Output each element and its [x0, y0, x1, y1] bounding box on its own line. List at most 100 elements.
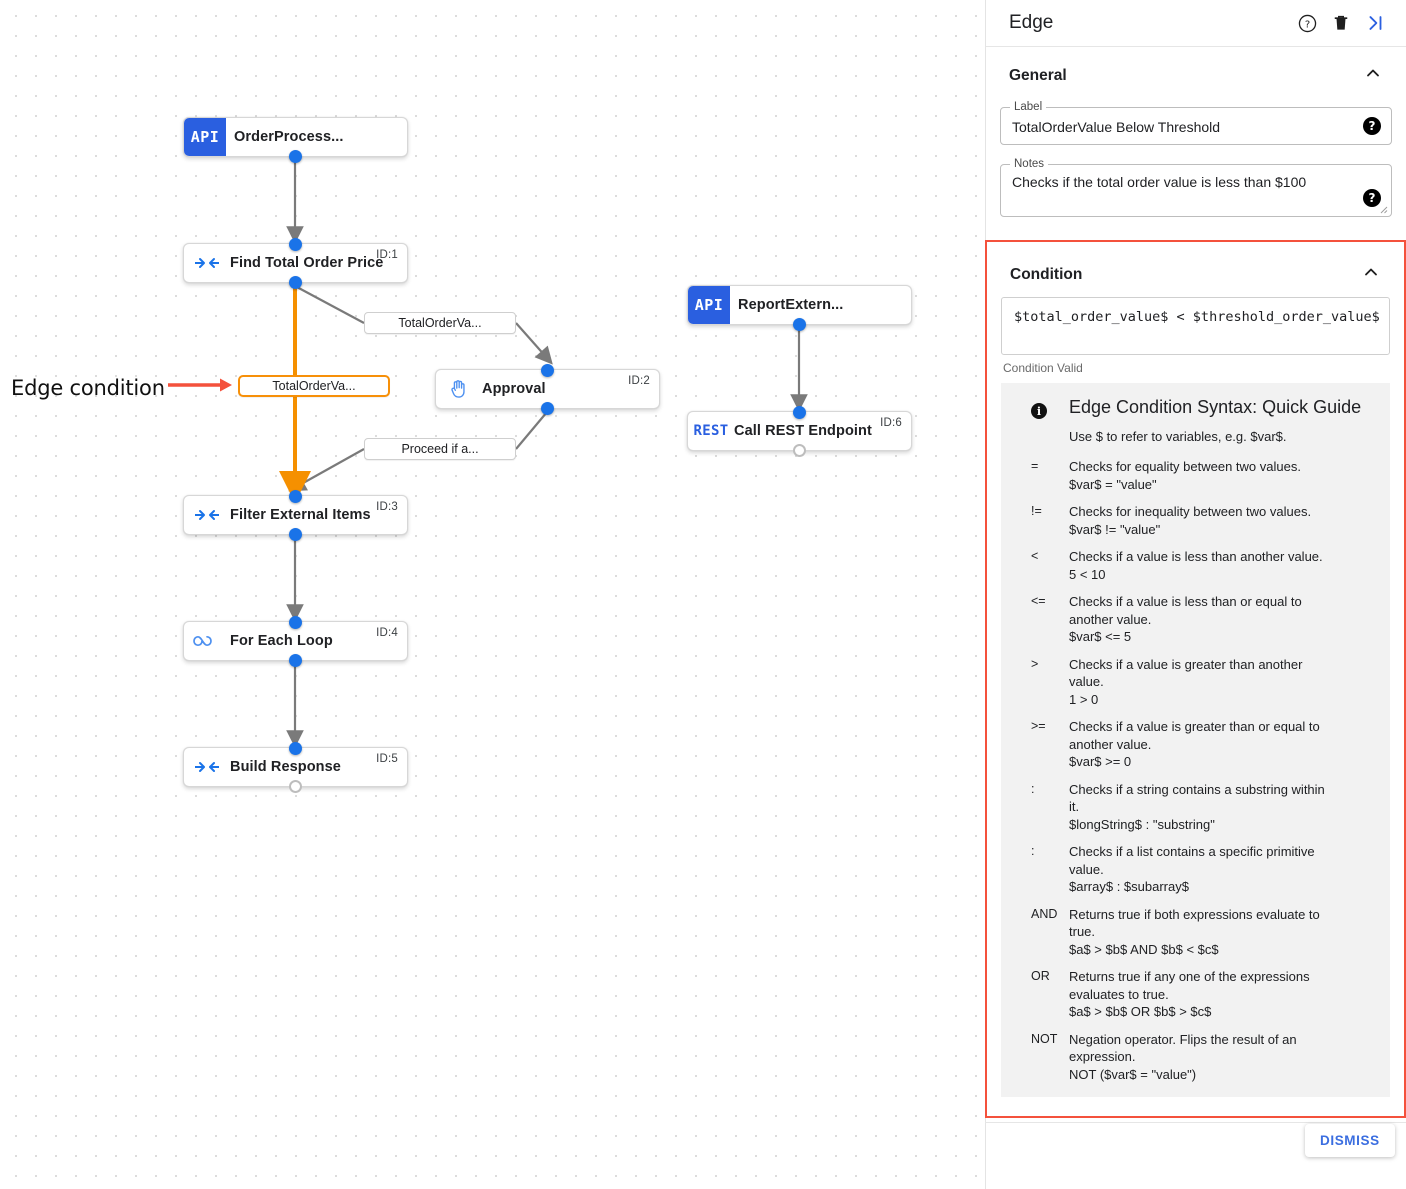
node-title: Call REST Endpoint — [734, 423, 872, 439]
node-title: ReportExtern... — [738, 297, 844, 313]
condition-syntax-guide: i Edge Condition Syntax: Quick Guide Use… — [1001, 383, 1390, 1097]
help-badge-icon[interactable]: ? — [1363, 117, 1381, 135]
operator-example: NOT ($var$ = "value") — [1069, 1066, 1197, 1082]
operator-description: Checks if a value is less than or equal … — [1069, 593, 1331, 646]
node-output-port[interactable] — [289, 527, 302, 541]
operator-row: !=Checks for inequality between two valu… — [1019, 503, 1372, 538]
api-badge: API — [688, 286, 730, 324]
hand-icon — [436, 378, 482, 400]
operator-example: $var$ >= 0 — [1069, 754, 1132, 769]
help-badge-icon[interactable]: ? — [1363, 188, 1381, 207]
node-id-tag: ID:5 — [376, 753, 398, 765]
help-circle-icon[interactable]: ? — [1290, 6, 1324, 40]
info-icon: i — [1031, 403, 1047, 419]
condition-validation-status: Condition Valid — [1003, 361, 1083, 375]
node-report-extern[interactable]: API ReportExtern... — [687, 285, 912, 331]
notes-field-value[interactable]: Checks if the total order value is less … — [1012, 174, 1307, 190]
node-approval[interactable]: Approval ID:2 — [435, 363, 660, 415]
operator-desc-text: Checks if a value is greater than or equ… — [1069, 719, 1320, 752]
node-output-port[interactable] — [289, 653, 302, 667]
general-section-header[interactable]: General — [1000, 47, 1392, 98]
node-input-port[interactable] — [289, 237, 302, 251]
operator-desc-text: Checks if a value is less than another v… — [1069, 549, 1323, 564]
node-title: Filter External Items — [230, 507, 371, 523]
chevron-up-icon[interactable] — [1361, 262, 1381, 287]
operator-example: $longString$ : "substring" — [1069, 816, 1215, 832]
notes-field[interactable]: Notes Checks if the total order value is… — [1000, 158, 1392, 217]
node-id-tag: ID:3 — [376, 501, 398, 513]
node-output-port[interactable] — [289, 779, 302, 793]
operator-symbol: : — [1031, 844, 1035, 858]
node-id-tag: ID:6 — [880, 417, 902, 429]
condition-section-header[interactable]: Condition — [1001, 242, 1390, 297]
operator-description: Checks if a string contains a substring … — [1069, 781, 1331, 834]
edge-label-chip-selected[interactable]: TotalOrderVa... — [238, 375, 390, 397]
panel-footer-divider — [985, 1122, 1406, 1123]
edge-label-chip[interactable]: TotalOrderVa... — [364, 312, 516, 334]
infinity-icon — [184, 633, 230, 649]
operator-description: Checks if a value is less than another v… — [1069, 548, 1331, 583]
general-heading: General — [1009, 66, 1067, 84]
edge-label-chip[interactable]: Proceed if a... — [364, 438, 516, 460]
chevron-up-icon[interactable] — [1363, 63, 1383, 88]
node-input-port[interactable] — [793, 405, 806, 419]
label-field[interactable]: Label TotalOrderValue Below Threshold ? — [1000, 101, 1392, 145]
node-find-total-order-price[interactable]: Find Total Order Price ID:1 — [183, 237, 408, 289]
node-title: For Each Loop — [230, 633, 333, 649]
node-input-port[interactable] — [541, 363, 554, 377]
node-call-rest-endpoint[interactable]: REST Call REST Endpoint ID:6 — [687, 405, 912, 457]
node-output-port[interactable] — [793, 317, 806, 331]
operator-example: $array$ : $subarray$ — [1069, 879, 1189, 894]
operator-desc-text: Checks if a value is less than or equal … — [1069, 594, 1302, 627]
node-id-tag: ID:4 — [376, 627, 398, 639]
node-output-port[interactable] — [289, 149, 302, 163]
operator-description: Returns true if both expressions evaluat… — [1069, 906, 1331, 959]
operator-symbol: NOT — [1031, 1031, 1058, 1046]
node-title: OrderProcess... — [234, 129, 344, 145]
operator-symbol: AND — [1031, 906, 1058, 921]
operator-symbol: = — [1031, 459, 1039, 473]
operator-symbol: > — [1031, 656, 1039, 671]
node-input-port[interactable] — [289, 615, 302, 629]
panel-header: Edge ? — [986, 0, 1406, 47]
node-build-response[interactable]: Build Response ID:5 — [183, 741, 408, 793]
edge-label-text: Proceed if a... — [401, 442, 479, 456]
node-output-port[interactable] — [541, 401, 554, 415]
operator-description: Checks if a value is greater than or equ… — [1069, 718, 1331, 771]
operator-symbol: >= — [1031, 719, 1046, 733]
operator-row: :Checks if a string contains a substring… — [1019, 781, 1372, 834]
label-field-value[interactable]: TotalOrderValue Below Threshold — [1012, 119, 1221, 135]
node-input-port[interactable] — [289, 489, 302, 503]
api-badge: API — [184, 118, 226, 156]
operator-desc-text: Checks if a string contains a substring … — [1069, 781, 1325, 815]
condition-expression-input[interactable]: $total_order_value$ < $threshold_order_v… — [1001, 297, 1390, 355]
node-input-port[interactable] — [289, 741, 302, 755]
operator-symbol: <= — [1031, 594, 1046, 608]
guide-title: Edge Condition Syntax: Quick Guide — [1069, 397, 1362, 417]
edge-label-text: TotalOrderVa... — [398, 316, 482, 330]
trash-icon[interactable] — [1324, 6, 1358, 40]
node-filter-external-items[interactable]: Filter External Items ID:3 — [183, 489, 408, 541]
node-output-port[interactable] — [289, 275, 302, 289]
collapse-panel-icon[interactable] — [1358, 6, 1392, 40]
flow-canvas[interactable]: API OrderProcess... Find Total Order Pri… — [0, 0, 985, 1189]
transform-icon — [184, 507, 230, 523]
node-title: Find Total Order Price — [230, 255, 384, 271]
edge-connections-layer — [279, 157, 808, 748]
operator-example: $var$ <= 5 — [1069, 629, 1132, 644]
operator-desc-text: Checks for equality between two values. — [1069, 459, 1301, 474]
operator-desc-text: Checks if a list contains a specific pri… — [1069, 844, 1315, 877]
operator-symbol: < — [1031, 549, 1039, 563]
node-output-port[interactable] — [793, 443, 806, 457]
node-for-each-loop[interactable]: For Each Loop ID:4 — [183, 615, 408, 667]
node-order-process[interactable]: API OrderProcess... — [183, 117, 408, 163]
operator-row: >= Checks if a value is greater than or e… — [1019, 718, 1372, 771]
dismiss-button[interactable]: DISMISS — [1305, 1124, 1395, 1157]
operator-description: Checks for equality between two values.$… — [1069, 458, 1331, 493]
operator-row: <= Checks if a value is less than or equa… — [1019, 593, 1372, 646]
operator-desc-text: Checks if a value is greater than anothe… — [1069, 656, 1303, 690]
operator-description: Checks if a list contains a specific pri… — [1069, 843, 1331, 896]
operator-symbol: != — [1031, 504, 1042, 518]
